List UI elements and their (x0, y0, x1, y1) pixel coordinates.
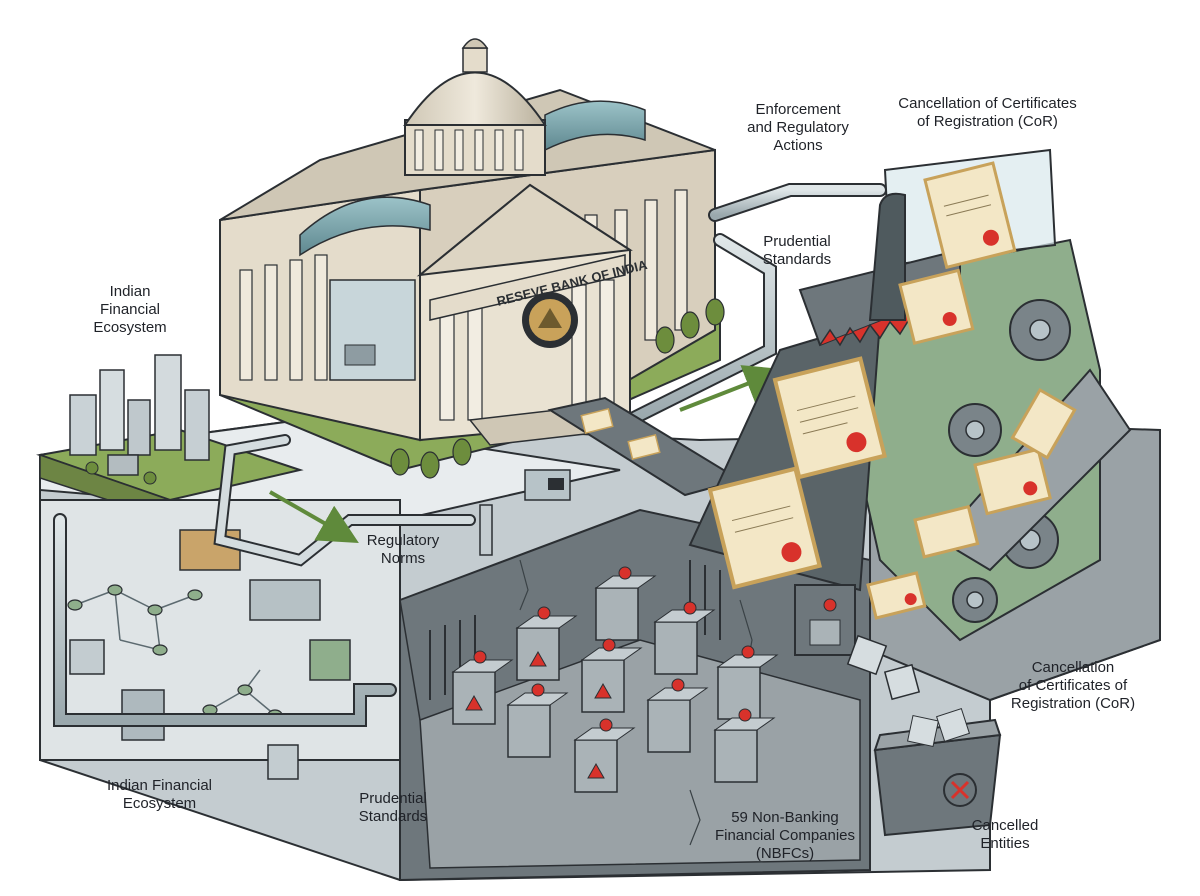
label-indian-financial-ecosystem-bottom: Indian Financial Ecosystem (106, 777, 213, 812)
nbfc-cube (713, 708, 776, 783)
certificate (898, 268, 975, 346)
city-buildings (69, 354, 210, 485)
conveyor-belt (547, 396, 743, 497)
rbi-building: RESEVE BANK OF INDIA (219, 38, 725, 479)
pipes-left (53, 434, 476, 727)
certificate (973, 447, 1052, 516)
falling-cubes (846, 634, 921, 701)
nbfc-cube (716, 645, 779, 720)
certificate (1010, 387, 1077, 460)
certificate (772, 356, 888, 480)
nbfc-cube (451, 650, 514, 725)
label-prudential-standards-top: Prudential Standards (762, 233, 832, 268)
nbfc-cube (573, 718, 636, 793)
nbfc-cube (646, 678, 709, 753)
label-cancellation-cor-top: Cancellation of Certificates of Registra… (898, 95, 1077, 130)
certificate (913, 504, 980, 559)
cancelled-bin (873, 707, 1002, 837)
label-59-nbfcs: 59 Non-Banking Financial Companies (NBFC… (714, 809, 856, 862)
flow-arrows (269, 365, 785, 543)
nbfc-cube (580, 638, 643, 713)
certificate (707, 466, 823, 590)
label-cancellation-cor-right: Cancellation of Certificates of Registra… (1010, 659, 1136, 712)
certificates (707, 161, 1077, 620)
label-prudential-standards-bottom: Prudential Standards (358, 790, 428, 825)
label-indian-financial-ecosystem-top: Indian Financial Ecosystem (93, 283, 167, 336)
control-box (479, 469, 571, 556)
nbfc-cube (506, 683, 569, 758)
certificate (866, 571, 927, 620)
nbfc-cube (515, 606, 578, 681)
label-cancelled-entities: Cancelled Entities (971, 817, 1039, 852)
nbfc-cubes (451, 566, 779, 793)
label-enforcement-and-regulatory-actions: Enforcement and Regulatory Actions (747, 101, 849, 154)
pipes-right (623, 183, 887, 427)
certificate (923, 161, 1017, 270)
label-regulatory-norms: Regulatory Norms (366, 532, 440, 567)
nbfc-cube (594, 566, 657, 641)
nbfc-cube (653, 601, 716, 675)
